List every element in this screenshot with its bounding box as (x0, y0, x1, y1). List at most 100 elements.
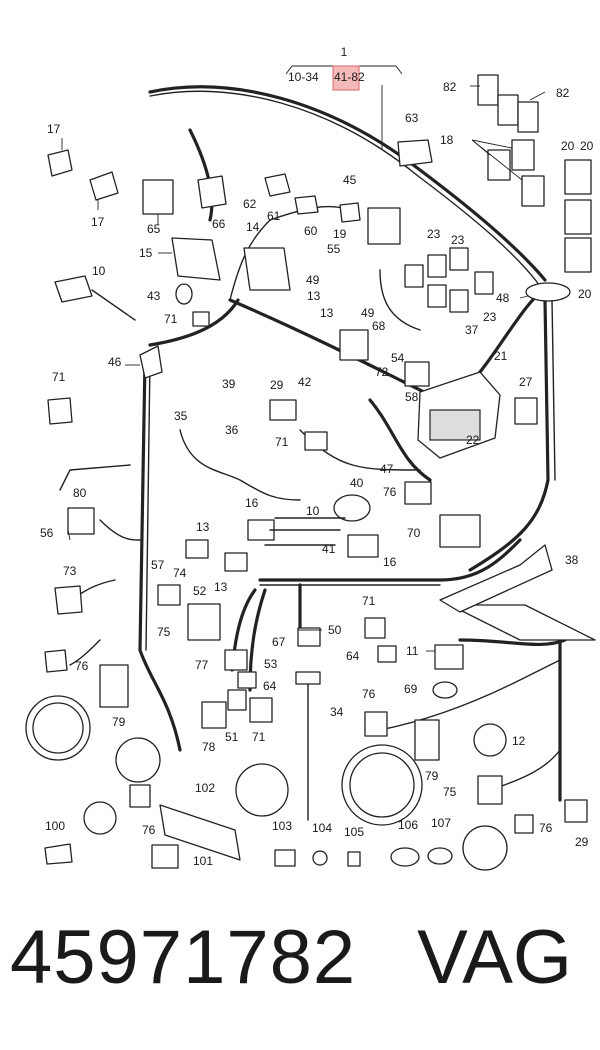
label-42: 42 (298, 375, 312, 389)
clip-103 (274, 849, 296, 867)
label-77: 77 (195, 658, 209, 672)
label-71-b: 71 (52, 370, 66, 384)
label-54: 54 (391, 351, 405, 365)
label-48: 48 (496, 291, 510, 305)
connector-76d (514, 814, 534, 834)
label-100: 100 (45, 819, 65, 833)
label-71-e: 71 (252, 730, 266, 744)
label-50: 50 (328, 623, 342, 637)
lamp-12 (473, 723, 507, 757)
connector-73 (54, 585, 83, 615)
connector-66 (197, 175, 227, 209)
lamp-left-small (115, 737, 161, 783)
part-number: 45971782 (10, 915, 357, 1000)
label-43: 43 (147, 289, 161, 303)
connector-13a (185, 539, 209, 559)
label-71-c: 71 (275, 435, 289, 449)
connector-63 (397, 139, 433, 167)
label-20-b: 20 (580, 139, 594, 153)
label-102: 102 (195, 781, 215, 795)
label-49-b: 49 (361, 306, 375, 320)
label-13-d: 13 (214, 580, 228, 594)
label-104: 104 (312, 821, 332, 835)
relay-23f (474, 271, 494, 295)
connector-71a (192, 311, 210, 327)
label-16-b: 16 (383, 555, 397, 569)
leader-lines (61, 85, 546, 652)
label-82-b: 82 (556, 86, 570, 100)
label-17-b: 17 (91, 215, 105, 229)
label-13-c: 13 (196, 520, 210, 534)
relay-23d (427, 284, 447, 308)
label-10-a: 10 (92, 264, 106, 278)
connector-76a (44, 649, 68, 673)
label-37: 37 (465, 323, 479, 337)
label-76-a: 76 (383, 485, 397, 499)
bracket-101 (151, 844, 179, 869)
label-11: 11 (406, 644, 419, 658)
module-80 (67, 507, 95, 535)
label-29-a: 29 (270, 378, 284, 392)
connector-65 (142, 179, 174, 215)
connector-76c (364, 711, 388, 737)
label-62: 62 (243, 197, 257, 211)
connector-29b (564, 799, 588, 823)
label-23-b: 23 (451, 233, 465, 247)
label-15: 15 (139, 246, 153, 260)
connector-75b (477, 775, 503, 805)
connector-29a (269, 399, 297, 421)
connector-77 (224, 649, 248, 671)
label-34: 34 (330, 705, 344, 719)
relay-19 (367, 207, 401, 245)
connector-76e (129, 784, 151, 808)
connector-61 (294, 195, 319, 215)
label-67: 67 (272, 635, 286, 649)
callout-number: 1 (341, 45, 348, 59)
relay-18c (521, 175, 545, 207)
label-22: 22 (466, 433, 480, 447)
label-40: 40 (350, 476, 364, 490)
connector-60 (339, 202, 361, 223)
clip-43 (175, 283, 193, 305)
label-76-d: 76 (142, 823, 156, 837)
label-71-d: 71 (362, 594, 376, 608)
label-23-a: 23 (427, 227, 441, 241)
label-101: 101 (193, 854, 213, 868)
part-labels: 17 17 65 66 62 61 45 60 63 19 82 82 18 2… (40, 80, 594, 868)
brand-name: VAG (417, 915, 572, 1000)
grommet-46 (139, 345, 163, 379)
connector-17b (89, 171, 119, 201)
label-51: 51 (225, 730, 239, 744)
connector-11 (434, 644, 464, 670)
header-callout: 1 10-34 41-82 (285, 45, 403, 150)
label-17-a: 17 (47, 122, 61, 136)
label-65: 65 (147, 222, 161, 236)
label-12: 12 (512, 734, 526, 748)
label-80: 80 (73, 486, 87, 500)
label-46: 46 (108, 355, 122, 369)
label-105: 105 (344, 825, 364, 839)
label-18: 18 (440, 133, 454, 147)
label-69: 69 (404, 682, 418, 696)
label-103: 103 (272, 819, 292, 833)
clip-105 (347, 851, 361, 867)
clip-104 (312, 850, 328, 866)
connector-70 (439, 514, 481, 548)
relay-18b (511, 139, 535, 171)
label-47: 47 (380, 462, 394, 476)
relay-20c (564, 237, 592, 273)
label-61: 61 (267, 209, 281, 223)
label-76-b: 76 (75, 659, 89, 673)
label-10-b: 10 (306, 504, 320, 518)
label-73: 73 (63, 564, 77, 578)
label-38: 38 (565, 553, 579, 567)
label-57: 57 (151, 558, 165, 572)
connector-17a (47, 149, 73, 177)
label-23-c: 23 (483, 310, 497, 324)
lamp-center (235, 763, 289, 817)
fuse-82b (497, 94, 519, 126)
relay-18a (487, 149, 511, 181)
harness-bundles (59, 85, 567, 802)
components (25, 74, 592, 871)
label-60: 60 (304, 224, 318, 238)
